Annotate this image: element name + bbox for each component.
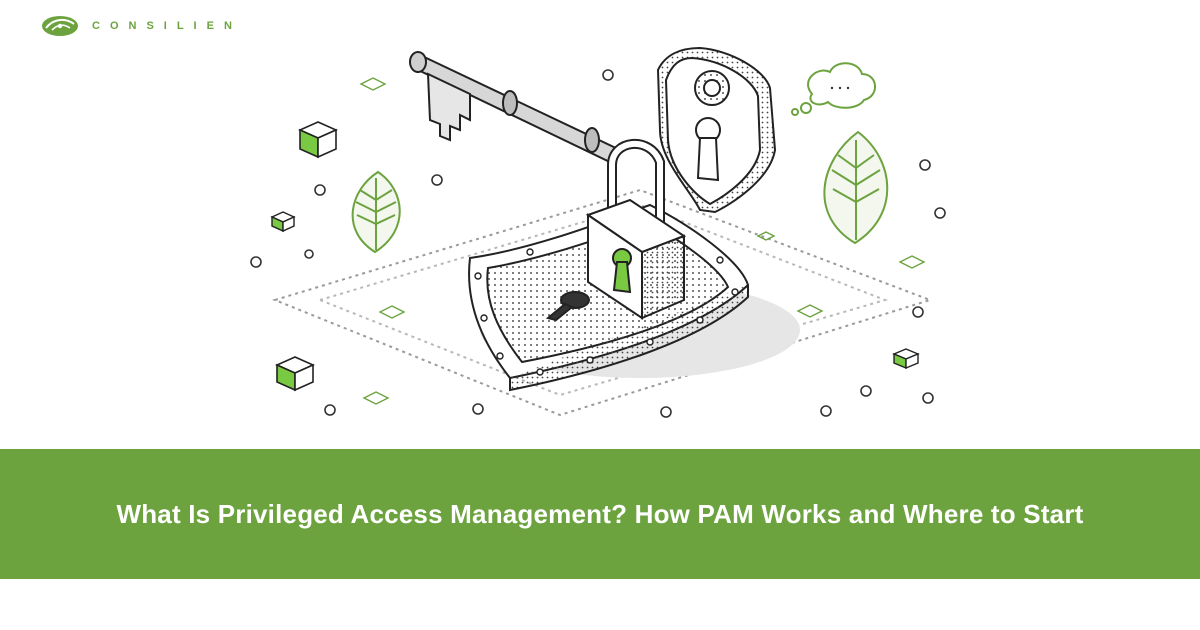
brand-name: CONSILIEN bbox=[92, 20, 242, 32]
page-title: What Is Privileged Access Management? Ho… bbox=[116, 498, 1084, 529]
leaf-logo-icon bbox=[42, 16, 78, 36]
key-icon bbox=[409, 51, 622, 166]
hero-illustration bbox=[250, 46, 946, 418]
thought-bubble-icon bbox=[791, 62, 876, 116]
decor-diamonds bbox=[359, 77, 926, 405]
padlock-icon bbox=[585, 139, 687, 320]
footer-space bbox=[0, 579, 1200, 630]
cube-icon bbox=[892, 348, 920, 370]
brand-logo[interactable]: CONSILIEN bbox=[40, 14, 242, 38]
title-banner: What Is Privileged Access Management? Ho… bbox=[0, 449, 1200, 579]
leaf-icon bbox=[351, 170, 401, 254]
shield-keyhole-icon bbox=[656, 46, 777, 214]
cube-icon bbox=[298, 121, 338, 159]
dashed-platform bbox=[271, 188, 934, 417]
cube-icon bbox=[270, 211, 296, 233]
cube-icon bbox=[275, 356, 315, 392]
leaf-icon bbox=[823, 130, 889, 245]
decor-circles bbox=[250, 69, 946, 418]
